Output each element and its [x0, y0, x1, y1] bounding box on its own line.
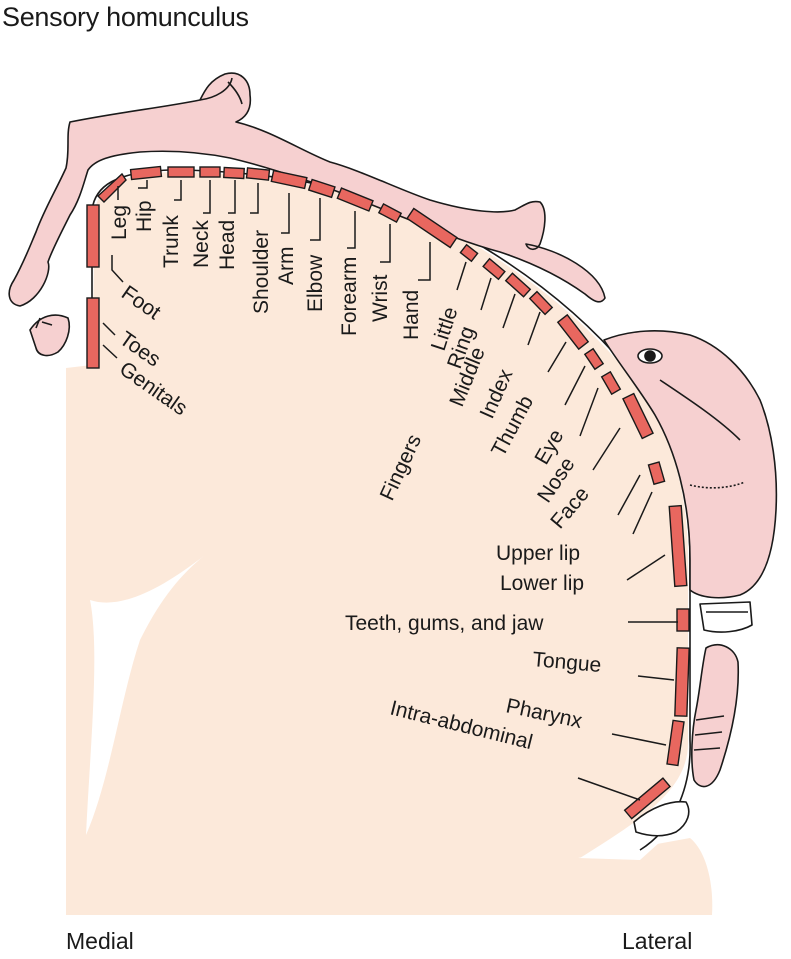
- label-medial: Medial: [66, 928, 134, 954]
- label-lateral: Lateral: [622, 928, 693, 954]
- segment-face: [622, 392, 654, 440]
- segment-thumb: [556, 313, 590, 351]
- homunculus-face: [603, 330, 778, 837]
- segment-teeth: [676, 608, 690, 632]
- segment-pharynx: [666, 719, 685, 767]
- diagram-title: Sensory homunculus: [2, 2, 249, 32]
- segment-hip: [129, 165, 163, 181]
- label-arm: Arm: [275, 247, 298, 286]
- label-hand: Hand: [400, 290, 423, 340]
- segment-neck: [199, 166, 221, 178]
- segment-shoulder: [245, 167, 271, 181]
- segment-little: [459, 243, 479, 263]
- segment-toes-genitals: [86, 297, 100, 369]
- segment-hand: [406, 207, 458, 249]
- segment-foot: [86, 204, 100, 268]
- segment-eye: [583, 347, 605, 371]
- segment-tongue: [674, 647, 690, 717]
- segment-index: [528, 290, 554, 316]
- label-upper-lip: Upper lip: [496, 542, 580, 565]
- segment-head: [223, 166, 245, 180]
- segment-nose: [600, 370, 622, 396]
- segment-middle: [504, 272, 532, 298]
- label-lower-lip: Lower lip: [500, 572, 584, 595]
- leader-lines: [102, 180, 678, 801]
- segment-ring: [482, 257, 506, 281]
- segment-elbow: [307, 178, 336, 199]
- segment-trunk: [167, 166, 195, 178]
- segment-forearm: [336, 187, 374, 212]
- segment-leg: [96, 172, 127, 203]
- segment-upper-lip: [647, 461, 666, 486]
- segment-intra-abdominal: [623, 777, 671, 820]
- tissue-notch: [578, 842, 660, 860]
- cortical-segments: [86, 165, 690, 820]
- label-elbow: Elbow: [304, 254, 327, 312]
- label-forearm: Forearm: [338, 257, 361, 336]
- segment-arm: [270, 169, 308, 190]
- segment-wrist: [377, 202, 403, 224]
- label-head: Head: [216, 220, 239, 270]
- label-teeth: Teeth, gums, and jaw: [345, 612, 544, 635]
- segment-lower-lip: [668, 504, 688, 588]
- label-wrist: Wrist: [369, 274, 392, 322]
- label-shoulder: Shoulder: [250, 230, 273, 314]
- cortex-tissue: [66, 172, 713, 915]
- label-leg: Leg: [108, 205, 131, 240]
- label-neck: Neck: [190, 220, 213, 268]
- label-trunk: Trunk: [160, 215, 183, 268]
- homunculus-body: [8, 72, 606, 357]
- label-hip: Hip: [133, 200, 156, 232]
- tissue-gap: [86, 555, 205, 835]
